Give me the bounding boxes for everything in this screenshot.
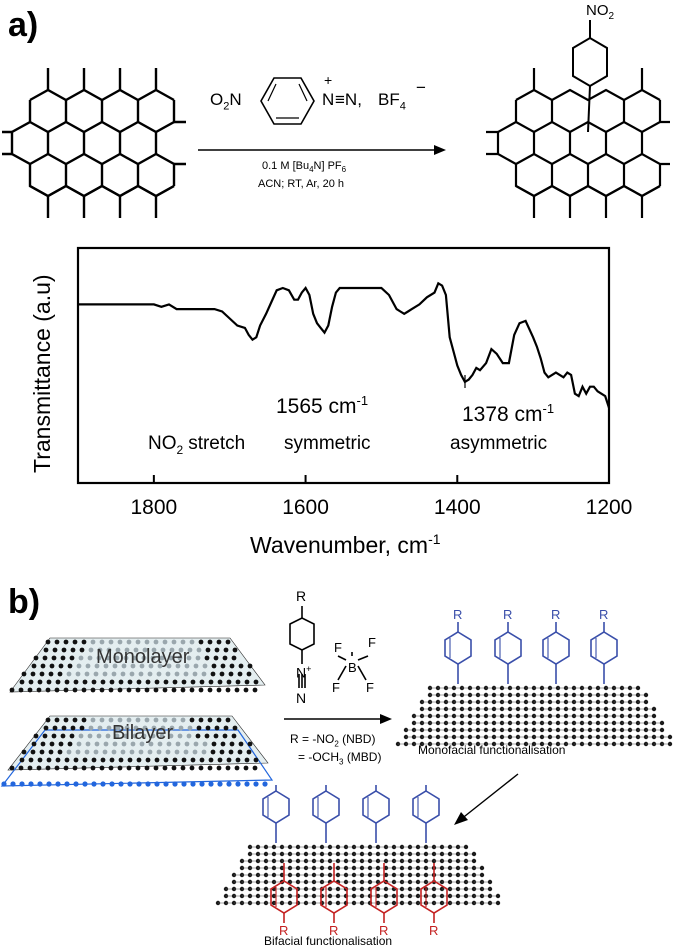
svg-text:R: R — [453, 607, 462, 622]
diazo-plus: + — [324, 72, 333, 88]
fluorine-bottom-left: F — [332, 680, 340, 695]
boron-atom: B — [348, 660, 357, 675]
conditions-line-1: 0.1 M [Bu4N] PF6 — [262, 160, 347, 175]
asymmetric-label: asymmetric — [450, 433, 547, 454]
x-tick-label: 1800 — [130, 496, 177, 519]
panel-a-label: a) — [8, 6, 39, 44]
panel-b-label: b) — [8, 583, 41, 621]
diagonal-arrow — [454, 773, 519, 825]
fluorine-top-left: F — [334, 640, 342, 655]
svg-text:R: R — [599, 607, 608, 622]
symmetric-label: symmetric — [284, 433, 371, 454]
diazonium-reagent-structure — [289, 606, 369, 688]
bf4-minus: − — [416, 78, 426, 97]
svg-text:R: R — [551, 607, 560, 622]
bilayer-label: Bilayer — [112, 722, 174, 744]
reagent-o-sub: 2 — [223, 100, 230, 113]
bifacial-caption: Bifacial functionalisation — [264, 934, 393, 948]
monolayer-label: Monolayer — [96, 646, 190, 668]
monolayer-graphene-sheet — [9, 637, 266, 693]
bf4-sub: 4 — [399, 100, 406, 113]
r-definition-mbd: = -OCH3 (MBD) — [298, 750, 382, 767]
x-axis-label: Wavenumber, cm-1 — [250, 531, 441, 558]
ir-spectrum-chart: 1800 1600 1400 1200 1565 cm-1 1378 cm-1 NO2… — [29, 246, 632, 558]
svg-text:R: R — [503, 607, 512, 622]
reagent-r-top: R — [296, 588, 307, 604]
monofacial-caption: Monofacial functionalisation — [418, 743, 566, 757]
reactant-graphene-structure — [2, 68, 186, 218]
bifacial-product-structure: RRRRRRRR — [215, 785, 501, 938]
diazo-n: N — [322, 90, 335, 109]
reaction-arrow-b — [284, 714, 392, 724]
bf4: BF — [378, 90, 400, 109]
svg-text:R: R — [379, 923, 388, 938]
x-tick-label: 1200 — [586, 496, 633, 519]
svg-text:R: R — [329, 923, 338, 938]
x-tick-label: 1600 — [282, 496, 329, 519]
conditions-line-2: ACN; RT, Ar, 20 h — [258, 178, 345, 190]
x-tick-label: 1400 — [434, 496, 481, 519]
y-axis-label: Transmittance (a.u) — [29, 274, 55, 473]
svg-text:R: R — [279, 923, 288, 938]
svg-text:R: R — [429, 923, 438, 938]
reagent-n-plus: N+ — [296, 664, 312, 681]
product-no2-label: NO2 — [586, 2, 615, 22]
x-axis-ticks: 1800 1600 1400 1200 — [130, 475, 632, 519]
r-definition-nbd: R = -NO2 (NBD) — [290, 732, 376, 749]
spectrum-line — [78, 281, 611, 409]
benzene-ring-icon — [260, 77, 315, 125]
reagent-n: N — [229, 90, 242, 109]
fluorine-bottom-right: F — [366, 680, 374, 695]
diazo-triple: ≡N, — [335, 90, 362, 109]
reaction-arrow — [198, 145, 446, 155]
peak-1565-label: 1565 cm-1 — [276, 393, 368, 418]
peak-1378-label: 1378 cm-1 — [462, 401, 554, 426]
product-graphene-structure — [486, 20, 670, 218]
reagent-n-bottom: N — [296, 690, 307, 706]
reagent-o: O — [210, 90, 224, 109]
fluorine-top-right: F — [368, 635, 376, 650]
plot-frame — [76, 246, 611, 485]
reagent-formula: O2N N + ≡N, BF4 − — [210, 72, 450, 125]
bilayer-graphene-sheet — [0, 715, 274, 787]
